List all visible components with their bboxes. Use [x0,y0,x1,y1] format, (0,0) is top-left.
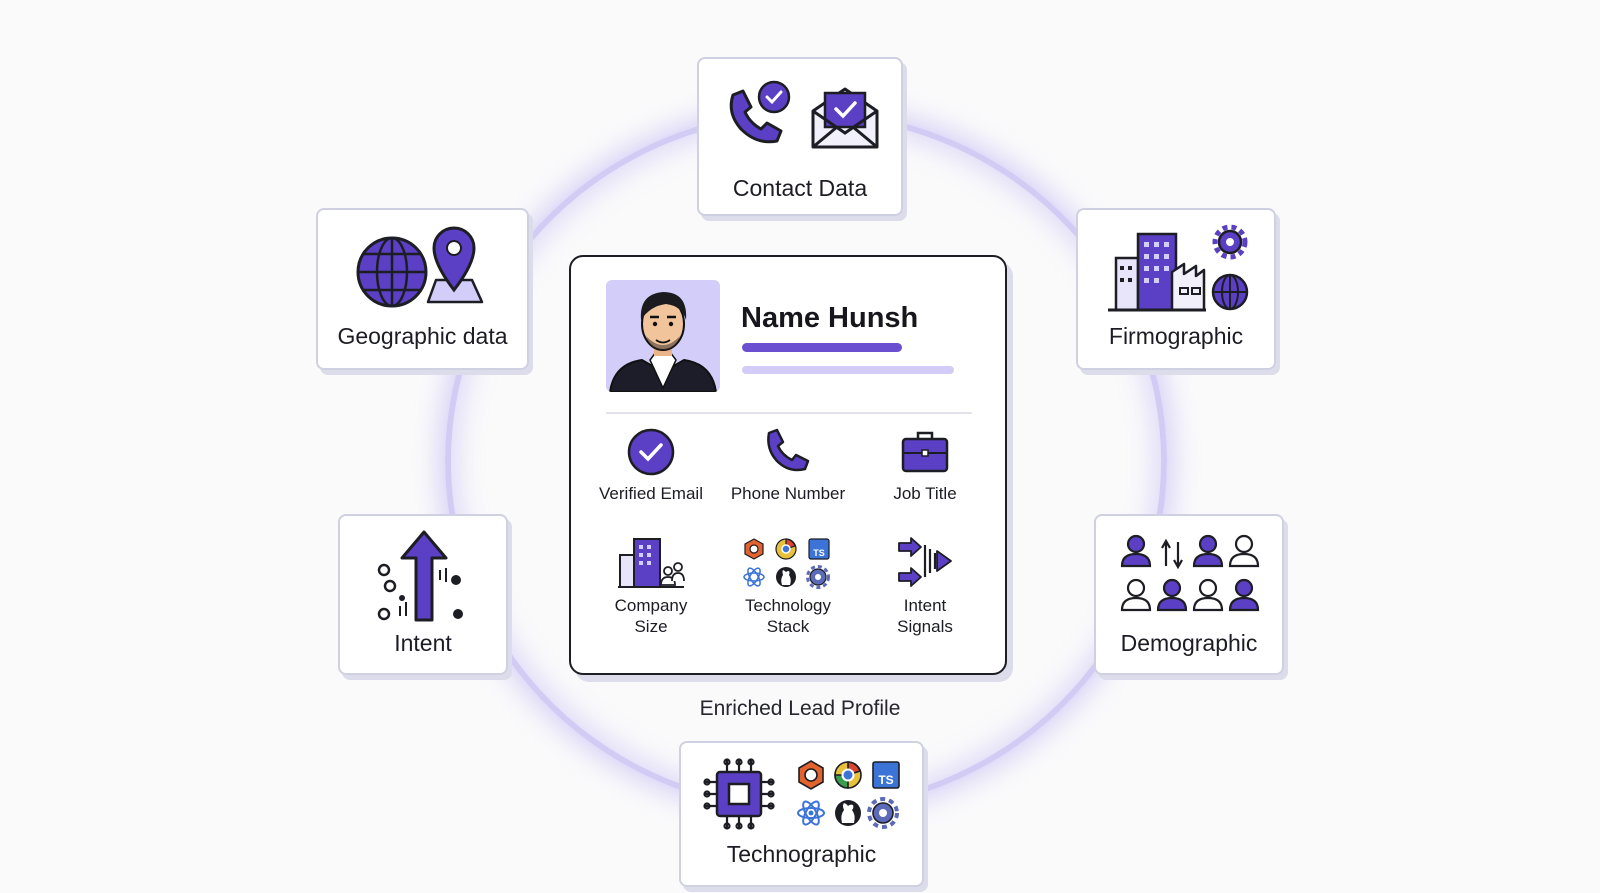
globe-icon [356,236,428,308]
field-label: Verified Email [599,484,703,503]
contact-data-card[interactable]: Contact Data [697,57,903,216]
lead-name: Name Hunsh [741,302,919,334]
company-building-icon [618,538,685,588]
technographic-label: Technographic [726,841,877,867]
field-technology-stack[interactable]: TS Technology Stack [718,537,858,637]
field-phone-number[interactable]: Phone Number [718,427,858,504]
field-verified-email[interactable]: Verified Email [581,427,721,504]
intent-label: Intent [394,630,452,656]
avatar [606,280,720,392]
demographic-card[interactable]: Demographic [1094,514,1284,675]
ts-badge-small-text: TS [813,548,825,558]
demographic-label: Demographic [1120,630,1258,656]
field-job-title[interactable]: Job Title [855,427,995,504]
people-group-icon [1120,534,1260,612]
check-circle-icon [627,428,675,476]
geographic-data-label: Geographic data [337,323,508,349]
firmographic-label: Firmographic [1108,323,1244,349]
name-underline-bar [742,343,902,352]
phone-check-icon [729,80,791,144]
briefcase-icon [901,431,949,473]
profile-caption: Enriched Lead Profile [699,697,901,720]
intent-arrow-icon [377,530,463,622]
field-label: Technology Stack [744,596,831,636]
profile-divider [606,412,972,414]
field-label: Intent Signals [897,596,953,636]
field-label: Phone Number [730,484,846,503]
tech-logos-icon: TS [743,538,830,589]
field-label: Company Size [614,596,688,636]
field-intent-signals[interactable]: Intent Signals [855,537,995,637]
subtitle-placeholder-bar [742,366,954,374]
intent-card[interactable]: Intent [338,514,508,675]
signal-arrows-icon [898,537,952,587]
microchip-icon [703,758,775,830]
mail-check-icon [811,87,879,149]
enriched-lead-profile-card[interactable]: Name Hunsh Verified Email Phone Number J… [569,255,1007,675]
phone-icon [767,428,810,472]
technographic-card[interactable]: TS Technographic [679,741,924,887]
field-label: Job Title [893,484,957,503]
tech-logos-icon: TS [797,760,900,829]
field-company-size[interactable]: Company Size [581,537,721,637]
buildings-gear-globe-icon [1108,224,1249,312]
person-portrait-icon [608,292,718,392]
ts-badge-text: TS [878,773,893,787]
contact-data-label: Contact Data [732,175,868,201]
geographic-data-card[interactable]: Geographic data [316,208,529,370]
map-pin-icon [426,226,484,304]
firmographic-card[interactable]: Firmographic [1076,208,1276,370]
